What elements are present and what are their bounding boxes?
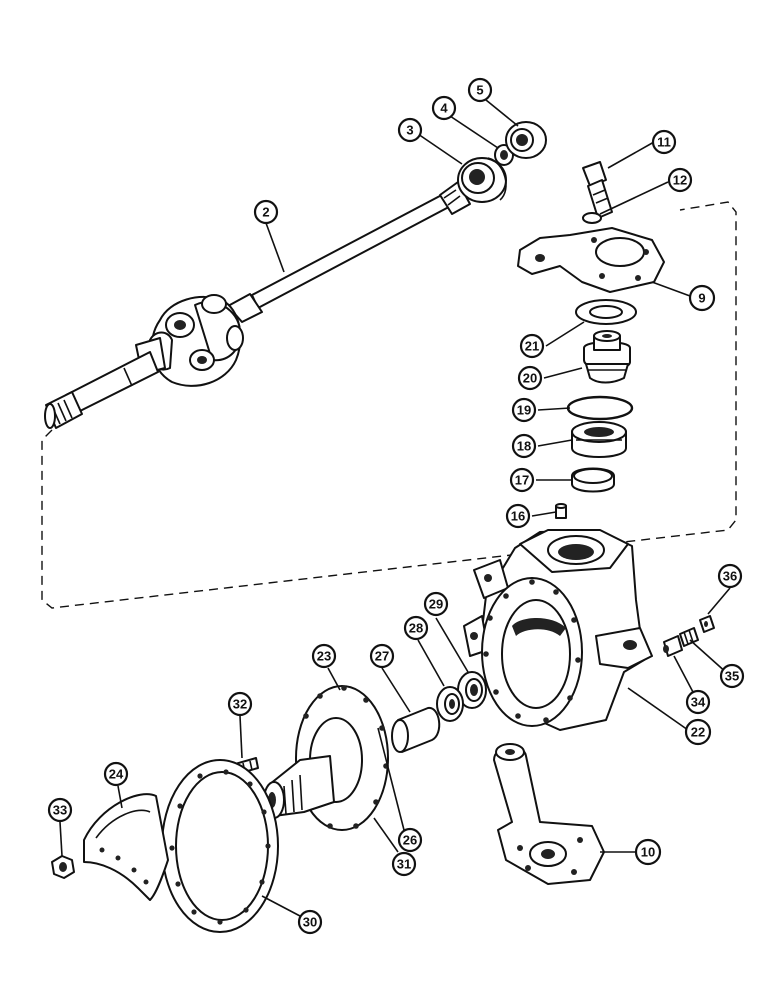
callout-2: 2 — [253, 199, 279, 225]
callout-32: 32 — [227, 691, 253, 717]
callout-22: 22 — [684, 718, 712, 746]
bearing-cup — [571, 467, 615, 493]
callout-18: 18 — [511, 433, 537, 459]
svg-text:10: 10 — [641, 845, 655, 860]
hub-guard — [83, 793, 169, 901]
svg-text:30: 30 — [303, 915, 317, 930]
svg-text:33: 33 — [53, 803, 67, 818]
callout-34: 34 — [685, 689, 711, 715]
callout-12: 12 — [667, 167, 693, 193]
svg-text:18: 18 — [517, 439, 531, 454]
callout-31: 31 — [391, 851, 417, 877]
callout-16: 16 — [505, 503, 531, 529]
svg-text:31: 31 — [397, 857, 411, 872]
svg-text:11: 11 — [657, 135, 671, 150]
bolt — [582, 161, 613, 219]
shaft-seal — [505, 121, 547, 159]
jam-nut — [699, 615, 715, 633]
steering-arm — [493, 743, 605, 885]
svg-text:5: 5 — [476, 83, 483, 98]
callout-11: 11 — [651, 129, 677, 155]
callout-21: 21 — [519, 333, 545, 359]
svg-text:22: 22 — [691, 725, 705, 740]
compression-spring — [679, 627, 699, 647]
callout-27: 27 — [369, 643, 395, 669]
callout-30: 30 — [297, 909, 323, 935]
steering-knuckle-housing — [463, 529, 653, 731]
svg-text:16: 16 — [511, 509, 525, 524]
spindle-hub — [263, 685, 389, 831]
svg-text:29: 29 — [429, 597, 443, 612]
svg-text:27: 27 — [375, 649, 389, 664]
callout-24: 24 — [103, 761, 129, 787]
svg-text:24: 24 — [109, 767, 124, 782]
hub-spacer — [391, 707, 441, 753]
wheel-nut — [51, 855, 75, 879]
o-ring — [566, 395, 634, 421]
svg-text:2: 2 — [262, 205, 269, 220]
svg-text:36: 36 — [723, 569, 737, 584]
callout-19: 19 — [511, 397, 537, 423]
hub-gasket — [161, 759, 279, 933]
callout-20: 20 — [517, 365, 543, 391]
svg-text:35: 35 — [725, 669, 739, 684]
callout-33: 33 — [47, 797, 73, 823]
svg-text:12: 12 — [673, 173, 687, 188]
callout-23: 23 — [311, 643, 337, 669]
axle-shaft — [44, 181, 471, 429]
svg-text:28: 28 — [409, 621, 423, 636]
callout-35: 35 — [719, 663, 745, 689]
kingpin — [583, 330, 631, 384]
shaft-bearing — [457, 157, 507, 203]
svg-text:9: 9 — [698, 291, 705, 306]
svg-text:21: 21 — [525, 339, 539, 354]
callout-5: 5 — [467, 77, 493, 103]
leader-lines — [59, 99, 731, 917]
svg-text:3: 3 — [406, 123, 413, 138]
assembly-dashed-line — [41, 201, 737, 609]
stop-screw — [663, 635, 683, 657]
hub-bearing — [436, 686, 464, 722]
callout-17: 17 — [509, 467, 535, 493]
svg-text:20: 20 — [523, 371, 537, 386]
callout-4: 4 — [431, 95, 457, 121]
svg-text:23: 23 — [317, 649, 331, 664]
shim — [575, 299, 637, 325]
lock-washer — [582, 212, 602, 224]
svg-text:32: 32 — [233, 697, 247, 712]
kingpin-bearing — [571, 421, 627, 458]
callout-26: 26 — [397, 827, 423, 853]
callout-10: 10 — [634, 838, 662, 866]
callout-36: 36 — [717, 563, 743, 589]
svg-text:19: 19 — [517, 403, 531, 418]
callout-28: 28 — [403, 615, 429, 641]
callout-3: 3 — [397, 117, 423, 143]
callout-29: 29 — [423, 591, 449, 617]
svg-text:4: 4 — [440, 101, 448, 116]
upper-kingpin-cap — [517, 227, 665, 293]
svg-text:26: 26 — [403, 833, 417, 848]
svg-text:17: 17 — [515, 473, 529, 488]
svg-text:34: 34 — [691, 695, 706, 710]
dowel-pin — [555, 503, 567, 519]
callout-9: 9 — [688, 284, 716, 312]
